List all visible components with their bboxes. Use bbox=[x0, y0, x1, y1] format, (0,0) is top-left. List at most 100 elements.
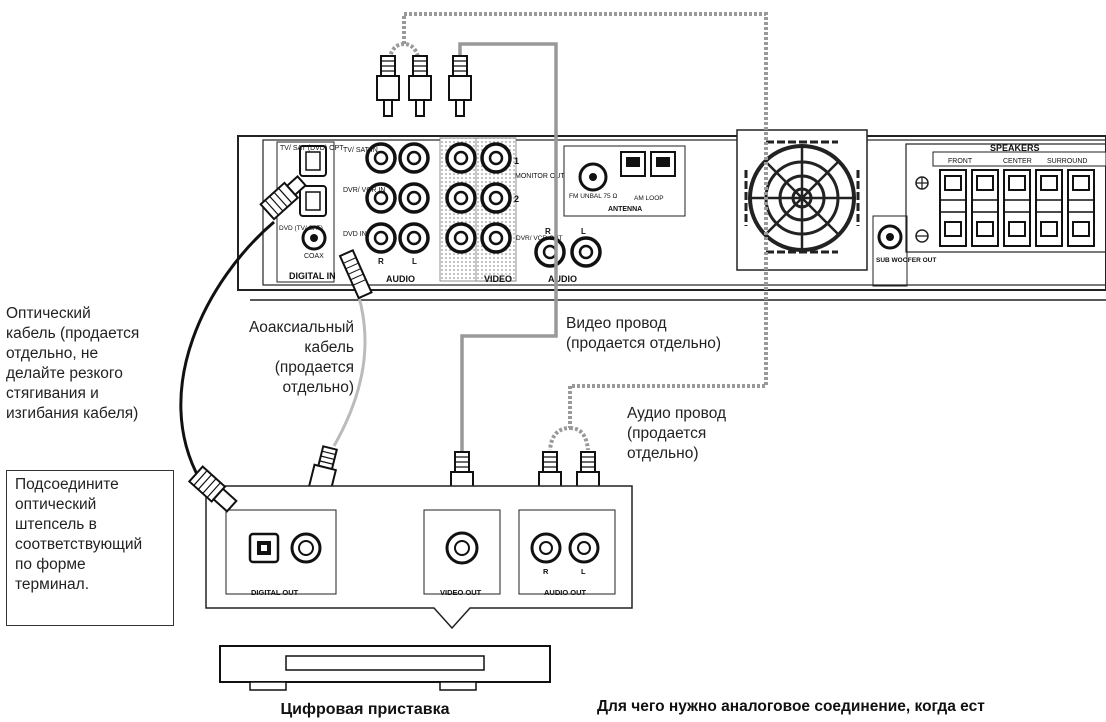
digital-in-section: TV/ SAT (DVD) OPT COAX DVD (TV/ SAT) DIG… bbox=[276, 141, 344, 283]
connect-note-line: терминал. bbox=[15, 576, 90, 593]
speaker-terminal bbox=[971, 169, 999, 247]
device-caption: Цифровая приставка bbox=[280, 701, 450, 718]
video-cable-label: Видео провод (продается отдельно) bbox=[566, 314, 721, 354]
optical-plug-receiver bbox=[259, 175, 307, 221]
speaker-terminal-slot bbox=[944, 175, 962, 191]
speaker-terminal-slot bbox=[976, 221, 994, 237]
coax-plug-receiver bbox=[338, 248, 373, 300]
monitor-out-label: MONITOR OUT bbox=[515, 173, 565, 180]
audio-out-r-jack bbox=[530, 532, 562, 564]
speaker-terminal-slot bbox=[1008, 221, 1026, 237]
rca-jack-center bbox=[542, 244, 558, 260]
fm-label: FM UNBAL 75 Ω bbox=[569, 193, 617, 200]
rca-plug bbox=[408, 55, 432, 117]
speaker-terminal-divider bbox=[972, 199, 998, 213]
speaker-terminal-slot bbox=[976, 175, 994, 191]
audio-out-r-label: R bbox=[545, 227, 551, 236]
connect-note-line: Подсоедините bbox=[15, 476, 119, 493]
speakers-label: SPEAKERS bbox=[990, 143, 1040, 153]
bottom-heading: Для чего нужно аналоговое соединение, ко… bbox=[597, 698, 985, 715]
cooling-fan bbox=[736, 129, 868, 271]
am-terminal-2 bbox=[650, 151, 676, 177]
speaker-terminal bbox=[1003, 169, 1031, 247]
speaker-terminal bbox=[939, 169, 967, 247]
audio-cable-label: Аудио провод (продается отдельно) bbox=[627, 404, 726, 464]
audio-label: AUDIO bbox=[386, 274, 415, 284]
video-cable-line: (продается отдельно) bbox=[566, 335, 722, 352]
dvr-vcr-out-label: DVR/ VCR OUT bbox=[516, 235, 563, 242]
speaker-terminal-divider bbox=[1068, 199, 1094, 213]
audio-out-label: AUDIO bbox=[548, 274, 577, 284]
tv-sat-opt-label: TV/ SAT (DVD) OPT bbox=[280, 145, 344, 152]
video-cable bbox=[458, 42, 558, 452]
coax-cable-line: отдельно) bbox=[282, 379, 354, 396]
audio-cable-line: (продается bbox=[627, 425, 707, 442]
rca-jack-center bbox=[373, 190, 389, 206]
dvd-in-label: DVD IN bbox=[343, 231, 367, 238]
am-loop-label: AM LOOP bbox=[634, 195, 664, 202]
surround-label: SURROUND bbox=[1047, 158, 1087, 165]
antenna-section: FM UNBAL 75 Ω AM LOOP ANTENNA bbox=[563, 145, 686, 217]
speaker-terminal-divider bbox=[1036, 199, 1062, 213]
speaker-terminal-slot bbox=[1072, 221, 1090, 237]
rca-jack-center bbox=[406, 190, 422, 206]
antenna-label: ANTENNA bbox=[608, 206, 642, 213]
audio-r-label: R bbox=[378, 257, 384, 266]
speaker-terminals: SPEAKERS FRONT CENTER SURROUND bbox=[905, 143, 1106, 253]
rca-jack-center bbox=[373, 230, 389, 246]
speaker-terminal-slot bbox=[1040, 221, 1058, 237]
rca-jack-center bbox=[406, 230, 422, 246]
rca-jack-center bbox=[373, 150, 389, 166]
rca-jack-center bbox=[406, 150, 422, 166]
video-cable-line: Видео провод bbox=[566, 315, 667, 332]
rca-jack-center bbox=[453, 190, 469, 206]
coax-label: COAX bbox=[304, 253, 324, 260]
optical-cable-line: делайте резкого bbox=[6, 365, 123, 382]
speaker-terminal-divider bbox=[1004, 199, 1030, 213]
source-device-panel: DIGITAL OUT VIDEO OUT R L AUDIO OUT bbox=[205, 485, 633, 630]
device-r-label: R bbox=[543, 567, 549, 576]
coax-cable-label: Аоаксиальный кабель (продается отдельно) bbox=[220, 318, 354, 398]
optical-cable bbox=[179, 220, 275, 481]
rca-jack-center bbox=[453, 150, 469, 166]
digital-out-coax bbox=[290, 532, 322, 564]
speaker-terminal bbox=[1067, 169, 1095, 247]
digital-in-label: DIGITAL IN bbox=[289, 271, 336, 281]
rca-jack-center bbox=[488, 190, 504, 206]
coax-cable-line: кабель bbox=[304, 339, 354, 356]
audio-cable-line: Аудио провод bbox=[627, 405, 727, 422]
audio-out-l-jack bbox=[568, 532, 600, 564]
optical-plug-device bbox=[187, 465, 238, 513]
connect-note-line: по форме bbox=[15, 556, 86, 573]
device-l-label: L bbox=[581, 567, 586, 576]
speaker-terminal-slot bbox=[944, 221, 962, 237]
subwoofer-label: SUB WOOFER OUT bbox=[876, 257, 936, 264]
dvr-vcr-in-label: DVR/ VCR IN bbox=[343, 187, 385, 194]
set-top-box bbox=[219, 645, 551, 691]
connect-note-line: оптический bbox=[15, 496, 97, 513]
monitor-1-label: 1 bbox=[514, 156, 519, 166]
connect-note-line: штепсель в bbox=[15, 516, 97, 533]
speaker-terminal-divider bbox=[940, 199, 966, 213]
connect-note: Подсоедините оптический штепсель в соотв… bbox=[6, 470, 174, 626]
audio-out-l-label: L bbox=[581, 227, 586, 236]
speaker-terminal-slot bbox=[1072, 175, 1090, 191]
monitor-2-label: 2 bbox=[514, 194, 519, 204]
audio-out-label-device: AUDIO OUT bbox=[544, 588, 587, 597]
dvd-tv-sat-label: DVD (TV/ SAT) bbox=[279, 225, 323, 232]
tv-sat-in-label: TV/ SAT IN bbox=[343, 147, 378, 154]
optical-cable-line: Оптический bbox=[6, 305, 91, 322]
connect-note-line: соответствующий bbox=[15, 536, 143, 553]
optical-cable-line: стягивания и bbox=[6, 385, 99, 402]
rca-plug bbox=[376, 55, 400, 117]
rca-jack-center bbox=[488, 150, 504, 166]
optical-cable-line: изгибания кабеля) bbox=[6, 405, 139, 422]
coax-cable-line: Аоаксиальный bbox=[248, 319, 354, 336]
audio-cable-line: отдельно) bbox=[627, 445, 699, 462]
speaker-terminal-slot bbox=[1008, 175, 1026, 191]
video-out-jack bbox=[445, 531, 479, 565]
speaker-terminal bbox=[1035, 169, 1063, 247]
subwoofer-out: SUB WOOFER OUT bbox=[872, 215, 936, 287]
rca-jack-center bbox=[453, 230, 469, 246]
